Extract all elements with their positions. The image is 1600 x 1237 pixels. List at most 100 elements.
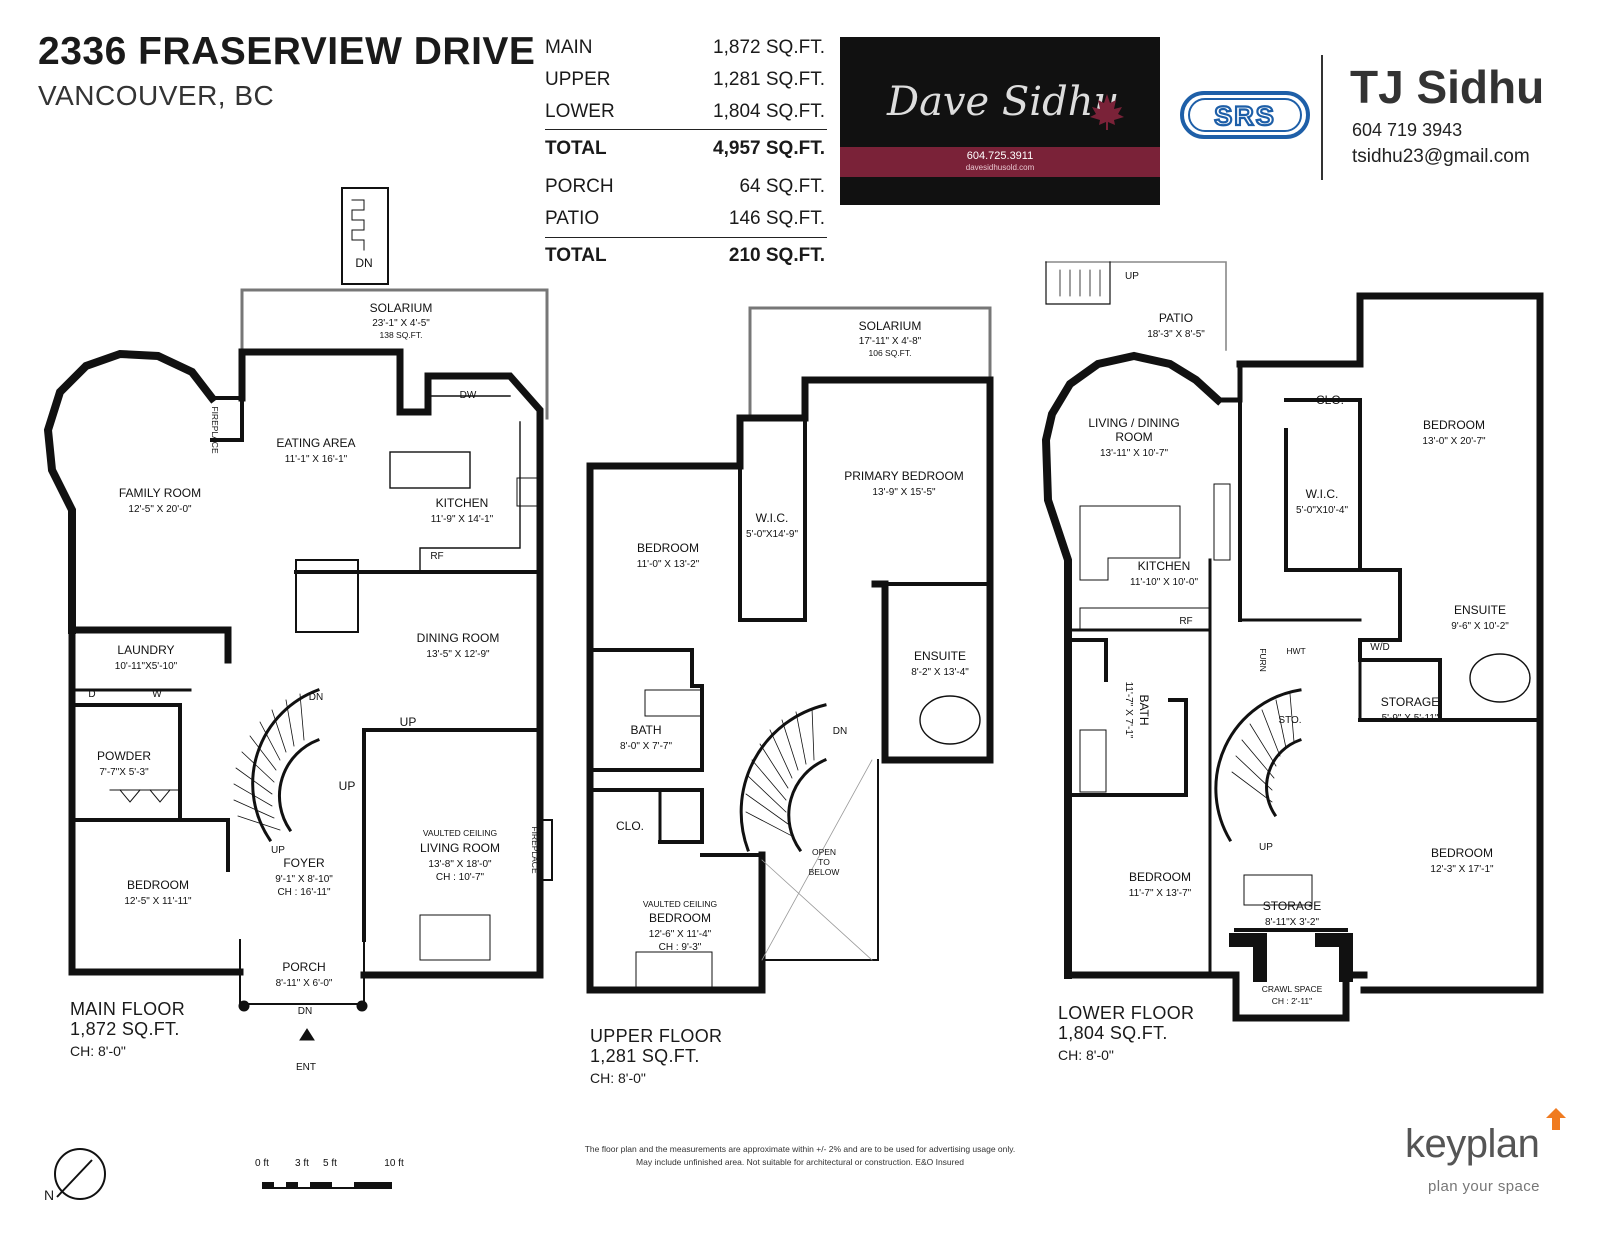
label-dryer: D bbox=[88, 689, 95, 700]
maple-leaf-icon bbox=[1090, 94, 1124, 130]
area-label: PORCH bbox=[545, 176, 614, 197]
room-bedroom-name: BEDROOM bbox=[127, 878, 189, 892]
room-wic-dims: 5'-0"X10'-4" bbox=[1296, 505, 1349, 516]
lower-floor-area: 1,804 SQ.FT. bbox=[1058, 1023, 1168, 1043]
room-kitchen-dims: 11'-9" X 14'-1" bbox=[431, 514, 494, 525]
upper-floor-labels: SOLARIUM 17'-11" X 4'-8" 106 SQ.FT. PRIM… bbox=[616, 319, 969, 953]
room-bedroom2-note: VAULTED CEILING bbox=[643, 899, 717, 909]
keyplan-mark-icon bbox=[1546, 1108, 1566, 1130]
area-value: 1,872 SQ.FT. bbox=[713, 37, 825, 58]
room-solarium-name: SOLARIUM bbox=[859, 319, 922, 333]
label-stair-dn: DN bbox=[309, 692, 323, 703]
scale-label-0: 0 ft bbox=[255, 1158, 269, 1169]
label-below: BELOW bbox=[809, 867, 840, 877]
room-wic-name: W.I.C. bbox=[1306, 487, 1339, 501]
room-solarium-name: SOLARIUM bbox=[370, 301, 433, 315]
room-storage1-dims: 5'-9" X 5'-11" bbox=[1382, 713, 1439, 724]
room-wic-name: W.I.C. bbox=[756, 511, 789, 525]
label-entrance: ENT bbox=[296, 1062, 316, 1073]
room-bedroom2-name: BEDROOM bbox=[649, 911, 711, 925]
room-ensuite-name: ENSUITE bbox=[1454, 603, 1506, 617]
room-crawl-ch: CH : 2'-11" bbox=[1272, 996, 1312, 1006]
room-bath-name: BATH bbox=[1137, 694, 1151, 725]
realtor-first-name: Dave bbox=[887, 79, 990, 125]
label-to: TO bbox=[818, 857, 830, 867]
room-foyer-name: FOYER bbox=[283, 856, 325, 870]
agent-name: TJ Sidhu bbox=[1350, 61, 1545, 113]
label-washer: W bbox=[152, 689, 162, 700]
brokerage-logo: SRS bbox=[1180, 91, 1310, 139]
label-stair-dn: DN bbox=[833, 726, 847, 737]
realtor-website: davesidhusold.com bbox=[965, 163, 1035, 172]
area-label: LOWER bbox=[545, 101, 615, 122]
room-storage1-name: STORAGE bbox=[1381, 695, 1439, 709]
disclaimer: The floor plan and the measurements are … bbox=[440, 1143, 1160, 1169]
room-primary-name: PRIMARY BEDROOM bbox=[844, 469, 964, 483]
room-bedroom-name: BEDROOM bbox=[637, 541, 699, 555]
area-value: 64 SQ.FT. bbox=[739, 176, 825, 197]
room-dining-dims: 13'-5" X 12'-9" bbox=[426, 649, 490, 660]
room-living-dims: 13'-8" X 18'-0" bbox=[428, 859, 492, 870]
agent-phone: 604 719 3943 bbox=[1352, 120, 1463, 140]
room-dining-name: DINING ROOM bbox=[417, 631, 500, 645]
lower-floor-labels: UP PATIO 18'-3" X 8'-5" CLO. LIVING / DI… bbox=[1088, 271, 1509, 1006]
compass-north-label: N bbox=[44, 1187, 55, 1203]
main-floor-area: 1,872 SQ.FT. bbox=[70, 1019, 180, 1039]
brokerage-logo-text: SRS bbox=[1214, 101, 1276, 131]
room-storage2-dims: 8'-11"X 3'-2" bbox=[1265, 917, 1320, 928]
room-laundry-name: LAUNDRY bbox=[117, 643, 174, 657]
upper-floor-area: 1,281 SQ.FT. bbox=[590, 1046, 700, 1066]
room-bedroom-dims: 12'-5" X 11'-11" bbox=[124, 896, 192, 907]
area-label: TOTAL bbox=[545, 245, 607, 266]
room-bedroom-dims: 11'-0" X 13'-2" bbox=[637, 559, 700, 570]
room-porch-dims: 8'-11" X 6'-0" bbox=[276, 978, 333, 989]
room-ensuite-dims: 8'-2" X 13'-4" bbox=[911, 667, 969, 678]
property-city: VANCOUVER, BC bbox=[38, 80, 275, 111]
room-solarium-area: 106 SQ.FT. bbox=[869, 348, 912, 358]
room-bedroom3-dims: 12'-3" X 17'-1" bbox=[1430, 864, 1494, 875]
room-sto-name: STO. bbox=[1278, 715, 1301, 726]
main-floor-ch: CH: 8'-0" bbox=[70, 1043, 126, 1059]
keyplan-logo: keyplan bbox=[1405, 1122, 1540, 1166]
main-floor-labels: DN SOLARIUM 23'-1" X 4'-5" 138 SQ.FT. FI… bbox=[88, 256, 540, 1073]
room-bedroom1-dims: 13'-0" X 20'-7" bbox=[1422, 436, 1486, 447]
area-label: TOTAL bbox=[545, 138, 607, 159]
label-dishwasher: DW bbox=[460, 390, 477, 401]
room-living-name: LIVING ROOM bbox=[420, 841, 500, 855]
label-open: OPEN bbox=[812, 847, 836, 857]
room-eating-name: EATING AREA bbox=[276, 436, 355, 450]
room-living-name2: ROOM bbox=[1115, 430, 1152, 444]
label-furnace: FURN bbox=[1258, 648, 1268, 672]
area-value: 1,281 SQ.FT. bbox=[713, 69, 825, 90]
room-closet-name: CLO. bbox=[1316, 393, 1344, 407]
room-living-ch: CH : 10'-7" bbox=[436, 872, 485, 883]
room-powder-dims: 7'-7"X 5'-3" bbox=[99, 767, 149, 778]
label-fireplace: FIREPLACE bbox=[210, 406, 220, 454]
room-family-dims: 12'-5" X 20'-0" bbox=[128, 504, 192, 515]
upper-floor-plan bbox=[586, 306, 994, 994]
label-up: UP bbox=[339, 779, 356, 793]
room-solarium-area: 138 SQ.FT. bbox=[380, 330, 423, 340]
label-porch-dn: DN bbox=[298, 1006, 312, 1017]
label-dn: DN bbox=[355, 256, 372, 270]
upper-floor-title: UPPER FLOOR bbox=[590, 1026, 723, 1046]
disclaimer-line-2: May include unfinished area. Not suitabl… bbox=[636, 1157, 964, 1167]
room-bedroom2-dims: 12'-6" X 11'-4" bbox=[649, 929, 712, 940]
room-laundry-dims: 10'-11"X5'-10" bbox=[115, 661, 178, 672]
area-value: 1,804 SQ.FT. bbox=[713, 101, 825, 122]
room-eating-dims: 11'-1" X 16'-1" bbox=[285, 454, 348, 465]
area-label: MAIN bbox=[545, 37, 593, 58]
label-washer-dryer: W/D bbox=[1370, 642, 1389, 653]
agent-divider bbox=[1321, 55, 1323, 180]
keyplan-tagline: plan your space bbox=[1428, 1178, 1540, 1195]
room-bath-dims: 11'-7" X 7'-1" bbox=[1123, 682, 1134, 739]
area-label: UPPER bbox=[545, 69, 611, 90]
realtor-logo: Dave Sidhu 604.725.3911 davesidhusold.co… bbox=[840, 37, 1160, 205]
label-hot-water-tank: HWT bbox=[1286, 646, 1305, 656]
label-fridge: RF bbox=[430, 551, 443, 562]
room-solarium-dims: 17'-11" X 4'-8" bbox=[859, 336, 922, 347]
agent-email: tsidhu23@gmail.com bbox=[1352, 146, 1530, 167]
